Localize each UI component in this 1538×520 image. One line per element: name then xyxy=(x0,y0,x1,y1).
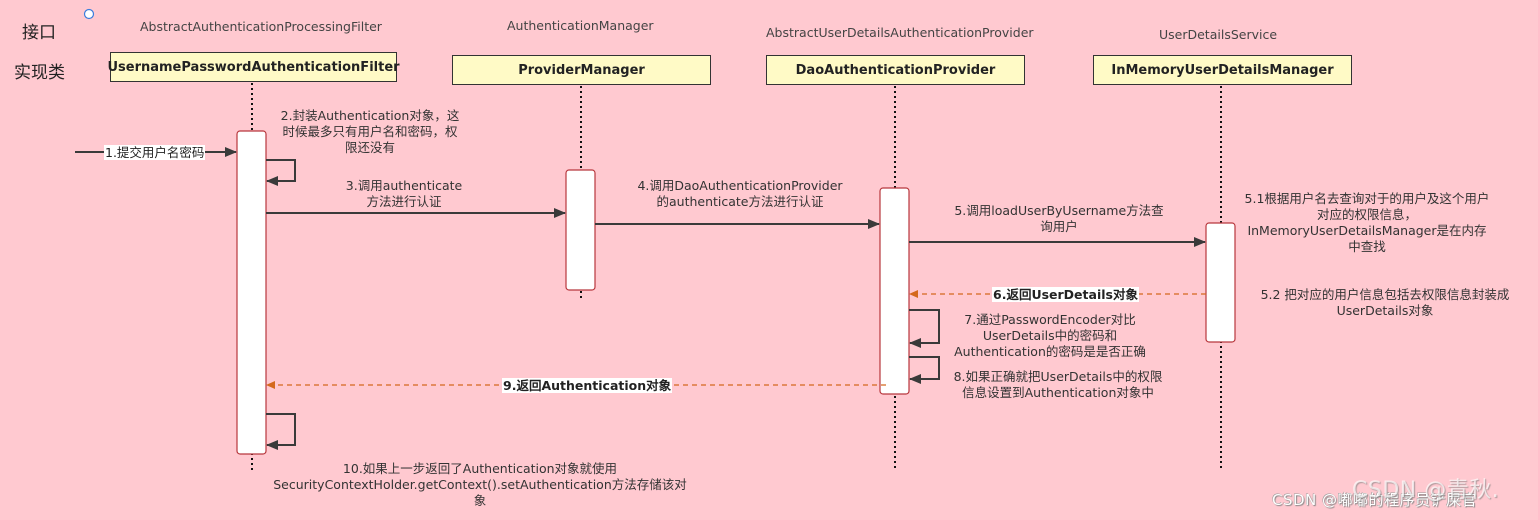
message-10-label: 10.如果上一步返回了Authentication对象就使用 SecurityC… xyxy=(273,461,687,508)
arrow-7-self xyxy=(909,309,940,348)
arrow-8-self xyxy=(909,356,940,384)
message-4-label: 4.调用DaoAuthenticationProvider 的authentic… xyxy=(637,178,843,209)
interface-filter: AbstractAuthenticationProcessingFilter xyxy=(140,19,382,34)
arrow-2-self xyxy=(266,159,296,186)
row-label-interface: 接口 xyxy=(22,23,56,43)
message-8-label: 8.如果正确就把UserDetails中的权限 信息设置到Authenticat… xyxy=(953,369,1163,400)
activation-provider xyxy=(879,187,910,395)
message-7-label: 7.通过PasswordEncoder对比 UserDetails中的密码和 A… xyxy=(954,312,1146,359)
participant-provider[interactable]: DaoAuthenticationProvider xyxy=(766,55,1025,85)
activation-filter xyxy=(236,130,267,455)
message-1-label: 1.提交用户名密码 xyxy=(104,145,206,160)
watermark-primary: CSDN @嘟嘟的程序员铲屎官 xyxy=(1272,491,1478,509)
activation-manager xyxy=(565,169,596,291)
participant-manager[interactable]: ProviderManager xyxy=(452,55,711,85)
message-5-2-note: 5.2 把对应的用户信息包括去权限信息封装成 UserDetails对象 xyxy=(1260,287,1510,318)
interface-uds: UserDetailsService xyxy=(1159,27,1278,42)
message-9-label: 9.返回Authentication对象 xyxy=(502,378,673,393)
interface-provider: AbstractUserDetailsAuthenticationProvide… xyxy=(766,25,1034,40)
participant-filter[interactable]: UsernamePasswordAuthenticationFilter xyxy=(107,52,400,82)
message-5-label: 5.调用loadUserByUsername方法查 询用户 xyxy=(954,203,1164,234)
message-3-label: 3.调用authenticate 方法进行认证 xyxy=(345,178,463,209)
message-5-1-note: 5.1根据用户名去查询对于的用户及这个用户 对应的权限信息， InMemoryU… xyxy=(1244,191,1490,254)
participant-uds[interactable]: InMemoryUserDetailsManager xyxy=(1093,55,1352,85)
watermark-overlay: CSDN @青秋. xyxy=(1352,478,1500,503)
arrow-10-self xyxy=(266,413,296,450)
message-2-label: 2.封装Authentication对象，这 时候最多只有用户名和密码，权 限还… xyxy=(280,108,460,155)
anchor-handle[interactable] xyxy=(83,8,95,20)
row-label-implementation: 实现类 xyxy=(14,63,65,83)
activation-uds xyxy=(1205,222,1236,343)
interface-manager: AuthenticationManager xyxy=(507,18,654,33)
message-6-label: 6.返回UserDetails对象 xyxy=(992,287,1139,302)
